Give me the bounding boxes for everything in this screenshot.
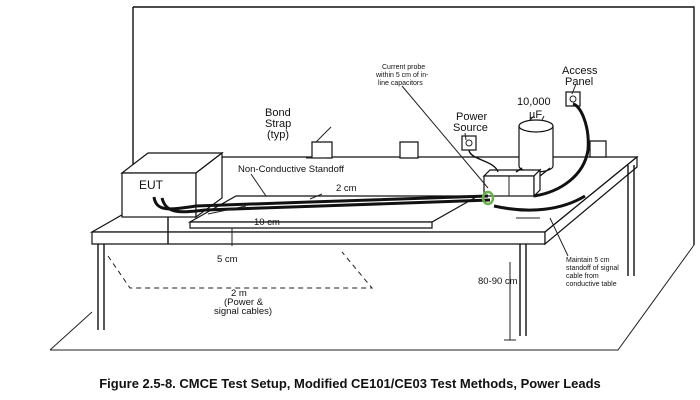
power-source-leader xyxy=(464,132,467,141)
bond-strap-label-2: Strap xyxy=(265,118,291,130)
ground-plane-side-edge xyxy=(544,155,638,246)
current-probe-leader xyxy=(401,85,489,189)
access-panel xyxy=(565,91,581,107)
bond-strap-label-3: (typ) xyxy=(267,129,289,141)
power-cable-2 xyxy=(160,197,491,214)
bond-strap-leader xyxy=(315,126,332,143)
power-source-label-2: Source xyxy=(453,122,488,134)
maintain-label-1: Maintain 5 cm xyxy=(566,257,610,264)
maintain-label-3: cable from xyxy=(566,273,599,280)
capacitor-box xyxy=(482,168,542,198)
capacitor-label-1: 10,000 xyxy=(517,96,551,108)
floor-outline xyxy=(50,244,695,351)
bond-strap-2 xyxy=(399,141,419,159)
current-probe-label-3: line capacitors xyxy=(378,80,423,87)
maintain-label-2: standoff of signal xyxy=(566,265,619,272)
bond-strap-1 xyxy=(306,141,333,159)
dim-10cm-line xyxy=(207,205,247,215)
capacitor-label-2: µF xyxy=(529,109,542,121)
dim-2m-label-2: (Power & xyxy=(224,297,264,308)
dim-2cm-label: 2 cm xyxy=(336,183,357,194)
dim-10cm-label: 10 cm xyxy=(254,217,280,228)
dim-2cm-arrow xyxy=(309,193,323,200)
ground-plane-front-edge xyxy=(91,231,546,245)
bond-strap-3 xyxy=(589,140,607,158)
non-conductive-standoff-label: Non-Conductive Standoff xyxy=(238,164,344,175)
maintain-label-4: conductive table xyxy=(566,281,617,288)
capacitor-lead-1 xyxy=(515,167,523,173)
eut-label: EUT xyxy=(139,178,164,192)
capacitor-lead-2 xyxy=(539,167,551,177)
current-probe-label-1: Current probe xyxy=(382,64,425,71)
access-panel-leader xyxy=(571,83,577,95)
floor-left-edge xyxy=(49,311,93,351)
access-panel-label-2: Panel xyxy=(565,76,593,88)
power-source-outlet xyxy=(461,135,477,151)
current-probe-ring xyxy=(481,190,495,206)
dim-2m-label-3: signal cables) xyxy=(214,306,272,317)
standoff-leader xyxy=(250,173,267,197)
dim-2m-dashed xyxy=(107,251,374,289)
signal-cable-lower xyxy=(493,194,586,212)
back-wall-outline xyxy=(133,6,695,245)
bond-strap-label-1: Bond xyxy=(265,107,291,119)
current-probe-label-2: within 5 cm of in- xyxy=(375,72,429,79)
capacitor-10000uf xyxy=(518,115,554,173)
dim-5cm-label: 5 cm xyxy=(217,254,238,265)
power-source-cable xyxy=(468,149,499,173)
figure-caption: Figure 2.5-8. CMCE Test Setup, Modified … xyxy=(99,376,601,391)
power-source-label-1: Power xyxy=(456,111,488,123)
maintain-leader xyxy=(549,217,569,257)
signal-cable-access-panel xyxy=(533,102,590,198)
dim-2m-label-1: 2 m xyxy=(231,288,247,299)
access-panel-label-1: Access xyxy=(562,65,598,77)
eut-box xyxy=(120,151,224,219)
dim-80-90cm-label: 80-90 cm xyxy=(478,276,518,287)
